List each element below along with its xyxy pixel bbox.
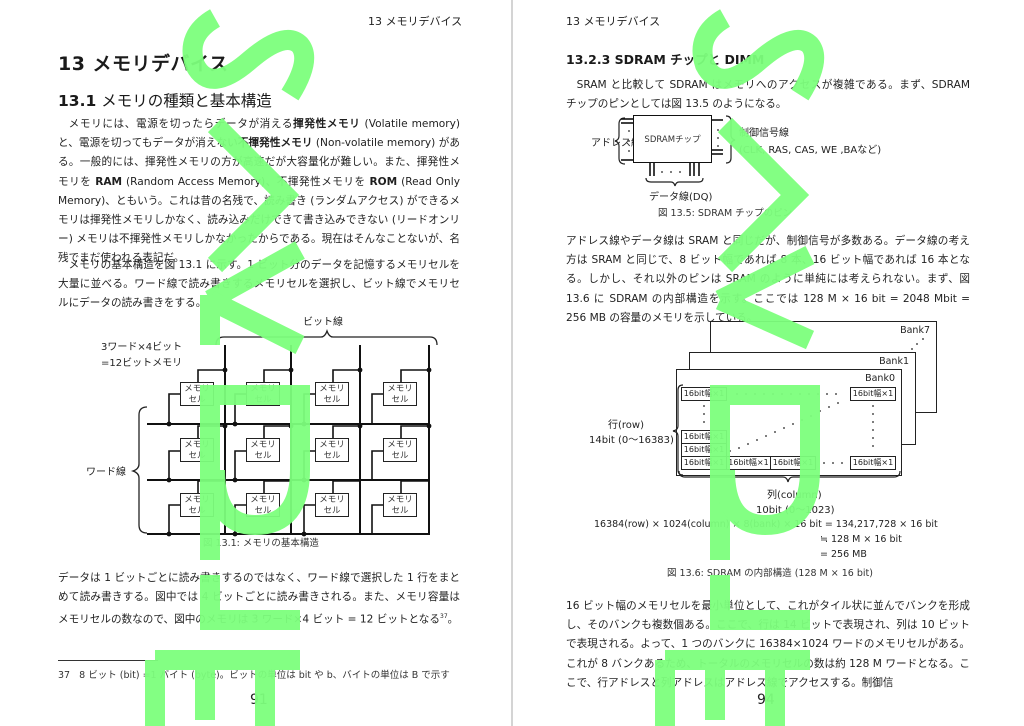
column-bits-label: 10bit (0〜1023) [756, 505, 835, 516]
bit-cell: 16bit幅×1 [850, 456, 896, 470]
memory-cell: メモリセル [315, 438, 349, 462]
figure-caption: 図 13.1: メモリの基本構造 [203, 538, 319, 549]
memory-cell: メモリセル [246, 438, 280, 462]
paragraph-read-write: データは 1 ビットごとに読み書きするのではなく、ワード線で選択した 1 行をま… [58, 572, 460, 626]
memory-cell: メモリセル [315, 493, 349, 517]
right-page: 13 メモリデバイス 13.2.3 SDRAM チップと DIMM SRAM と… [513, 0, 1024, 726]
memory-size-label-1: 3ワード×4ビット [101, 342, 183, 353]
left-page: 13 メモリデバイス 13 メモリデバイス 13.1 メモリの種類と基本構造 メ… [58, 15, 463, 708]
bank-dots-and-braces [672, 338, 924, 483]
capacity-equation-2: ≒ 128 M × 16 bit [820, 534, 902, 545]
data-line-label: データ線(DQ) [649, 192, 713, 203]
memory-cell: メモリセル [180, 493, 214, 517]
page-number: 94 [757, 692, 775, 708]
memory-cell: メモリセル [180, 382, 214, 406]
section-number: 13.1 [58, 92, 97, 110]
memory-grid-wires [130, 328, 438, 537]
column-label: 列(column) [767, 490, 822, 501]
memory-cell: メモリセル [383, 493, 417, 517]
capacity-equation-3: = 256 MB [820, 549, 867, 560]
bit-cell: 16bit幅×1 [850, 387, 896, 401]
footnote-ref[interactable]: 37 [440, 613, 448, 621]
footnote-divider [58, 660, 158, 662]
address-line-label: アドレス線(A) [591, 138, 656, 149]
footnote: 37 8 ビット (bit) =1 バイト (byte)。ビットの単位は bit… [58, 670, 450, 681]
memory-cell: メモリセル [180, 438, 214, 462]
running-head: 13 メモリデバイス [368, 15, 463, 28]
paragraph-bank-structure: 16 ビット幅のメモリセルを最小単位として、これがタイル状に並んでバンクを形成し… [566, 600, 970, 689]
page-divider [511, 0, 513, 726]
running-head: 13 メモリデバイス [566, 15, 661, 28]
control-signal-list: (CLK, RAS, CAS, WE ,BAなど) [739, 145, 882, 156]
row-label: 行(row) [608, 420, 644, 431]
page-number: 91 [250, 692, 268, 708]
memory-cell: メモリセル [383, 382, 417, 406]
memory-cell: メモリセル [246, 382, 280, 406]
sdram-chip: SDRAMチップ [633, 115, 712, 163]
memory-size-label-2: =12ビットメモリ [101, 358, 183, 369]
memory-cell: メモリセル [383, 438, 417, 462]
capacity-equation-1: 16384(row) × 1024(column) × 8(bank) × 16… [594, 519, 938, 530]
bit-line-label: ビット線 [303, 317, 343, 328]
memory-cell: メモリセル [246, 493, 280, 517]
memory-cell: メモリセル [315, 382, 349, 406]
figure-caption: 図 13.6: SDRAM の内部構造 (128 M × 16 bit) [667, 568, 873, 579]
row-bits-label: 14bit (0〜16383) [589, 435, 674, 446]
word-line-label: ワード線 [86, 467, 126, 478]
